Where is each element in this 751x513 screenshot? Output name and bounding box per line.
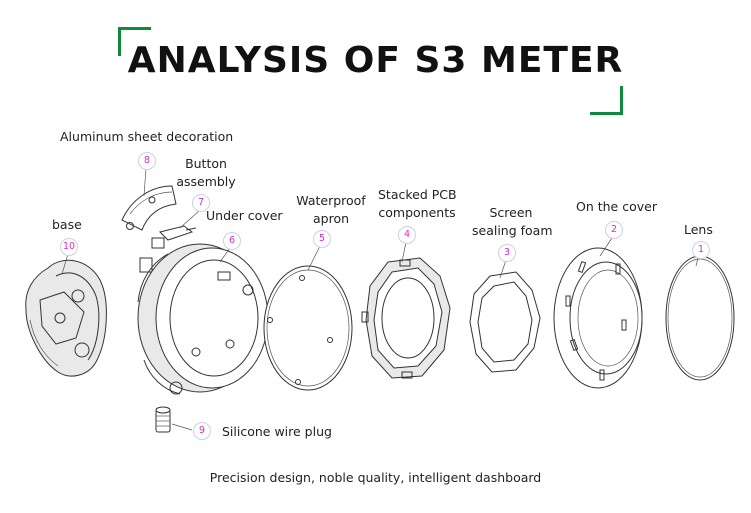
label-on-the-cover: On the cover xyxy=(576,199,657,214)
label-button-assembly-line1: Button xyxy=(185,156,227,171)
under-cover-drawing xyxy=(137,243,269,395)
base-part-drawing xyxy=(25,259,107,377)
part-number-8: 8 xyxy=(138,152,156,170)
label-waterproof-apron: Waterproof apron xyxy=(296,192,366,228)
on-cover-drawing xyxy=(553,247,643,389)
screen-foam-drawing xyxy=(469,271,541,373)
part-number-4: 4 xyxy=(398,226,416,244)
label-silicone-wire-plug: Silicone wire plug xyxy=(222,424,332,439)
label-stacked-pcb: Stacked PCB components xyxy=(378,186,457,222)
label-button-assembly-line2: assembly xyxy=(176,174,236,189)
part-number-2: 2 xyxy=(605,221,623,239)
part-number-3: 3 xyxy=(498,244,516,262)
label-base: base xyxy=(52,217,82,232)
part-number-10: 10 xyxy=(60,238,78,256)
label-screen-sealing-foam: Screen sealing foam xyxy=(472,204,553,240)
part-number-6: 6 xyxy=(223,232,241,250)
label-screen-sealing-foam-line2: sealing foam xyxy=(472,223,553,238)
part-number-7: 7 xyxy=(192,194,210,212)
label-under-cover: Under cover xyxy=(206,208,283,223)
corner-bracket-top-left xyxy=(118,27,151,56)
label-waterproof-apron-line2: apron xyxy=(312,211,350,226)
label-aluminum-sheet-decoration: Aluminum sheet decoration xyxy=(60,129,234,144)
label-waterproof-apron-line1: Waterproof xyxy=(296,193,366,208)
label-lens: Lens xyxy=(684,222,713,237)
part-number-9: 9 xyxy=(193,422,211,440)
waterproof-apron-drawing xyxy=(263,265,353,391)
footer-tagline: Precision design, noble quality, intelli… xyxy=(209,470,542,485)
lens-drawing xyxy=(665,255,735,381)
part-number-1: 1 xyxy=(692,241,710,259)
button-assembly-drawing xyxy=(139,225,197,273)
page-title: ANALYSIS OF S3 METER xyxy=(127,40,624,81)
leader-lines xyxy=(61,167,699,431)
part-number-5: 5 xyxy=(313,230,331,248)
aluminum-sheet-drawing xyxy=(121,185,177,231)
label-button-assembly: Button assembly xyxy=(176,155,236,191)
label-stacked-pcb-line2: components xyxy=(378,205,456,220)
silicone-plug-drawing xyxy=(155,406,171,433)
label-screen-sealing-foam-line1: Screen xyxy=(489,205,533,220)
corner-bracket-bottom-right xyxy=(590,86,623,115)
label-stacked-pcb-line1: Stacked PCB xyxy=(378,187,457,202)
stacked-pcb-drawing xyxy=(361,257,451,379)
